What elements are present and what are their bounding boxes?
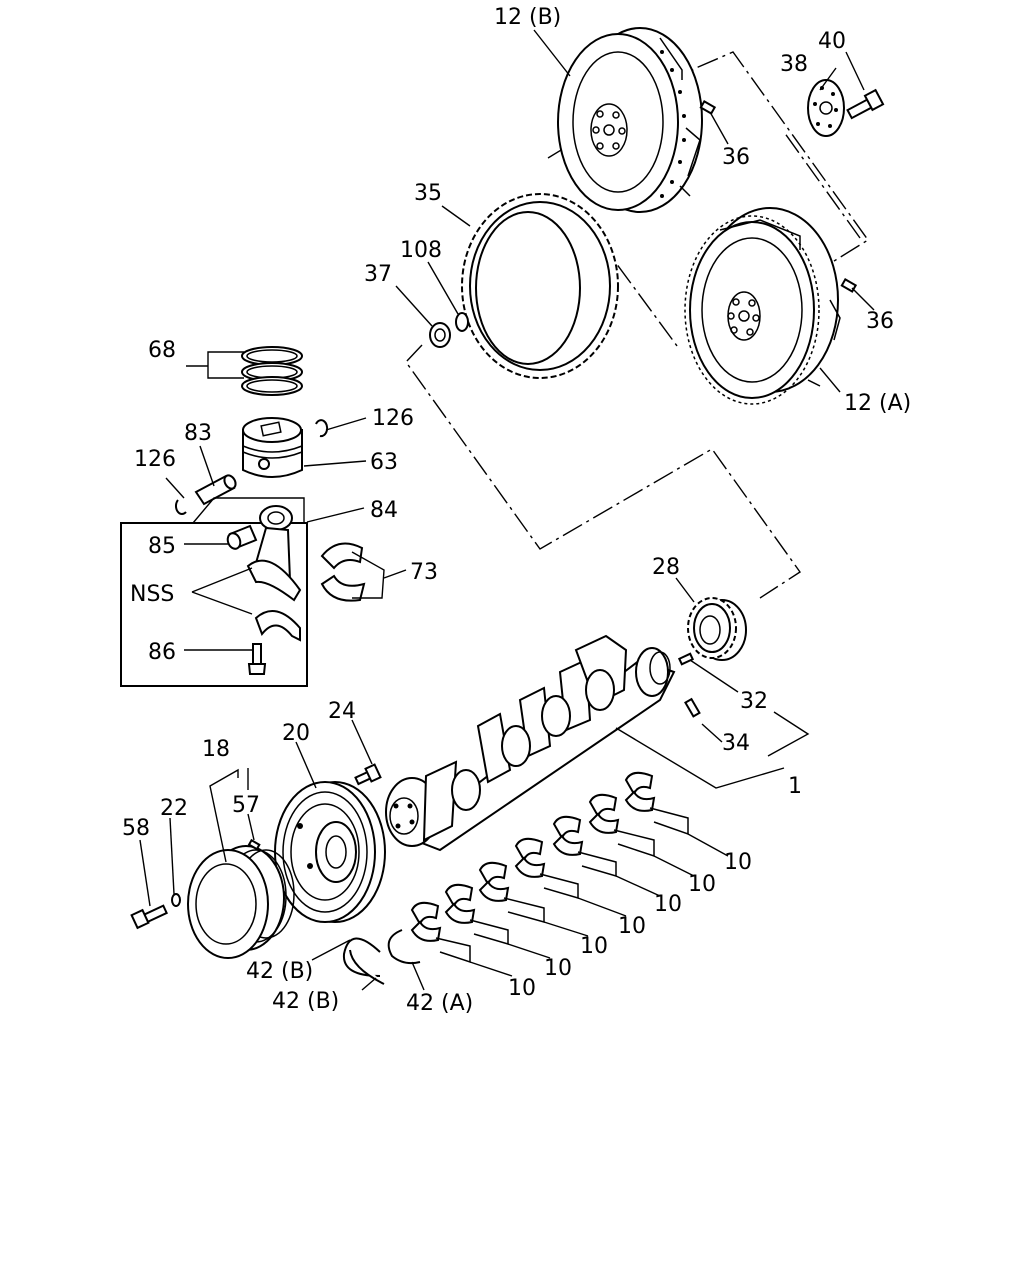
damper-pulley-18 [187, 845, 295, 959]
main-bearing-6 [588, 793, 655, 858]
main-bearing-4 [514, 837, 579, 900]
label-10-d: 10 [618, 914, 646, 939]
label-85: 85 [148, 534, 176, 559]
main-bearing-3 [478, 861, 545, 923]
thrust-washer-42b-lower [349, 949, 385, 985]
label-1: 1 [788, 774, 802, 799]
label-10-b: 10 [544, 956, 572, 981]
flywheel-b [557, 27, 703, 213]
rod-bearing-shells-73 [320, 542, 366, 602]
piston-63 [242, 417, 303, 478]
label-83: 83 [184, 421, 212, 446]
crankshaft-1 [385, 634, 676, 852]
label-126-right: 126 [372, 406, 414, 431]
flywheel-a [684, 207, 841, 405]
circlip-126-left [174, 499, 187, 515]
label-10-f: 10 [688, 872, 716, 897]
thrust-washer-42b-upper [342, 937, 381, 977]
label-32: 32 [740, 689, 768, 714]
label-40: 40 [818, 29, 846, 54]
ring-gear-35 [461, 193, 619, 379]
damper-bolt-58 [130, 904, 168, 930]
label-126-left: 126 [134, 447, 176, 472]
label-42a: 42 (A) [406, 991, 473, 1016]
main-bearing-1 [410, 901, 471, 964]
washer-22 [171, 893, 181, 907]
main-bearing-7 [624, 771, 689, 836]
label-42b-lower: 42 (B) [272, 989, 339, 1014]
key-57 [247, 838, 261, 851]
label-86: 86 [148, 640, 176, 665]
label-108: 108 [400, 238, 442, 263]
label-68: 68 [148, 338, 176, 363]
piston-rings-68 [241, 346, 303, 396]
flywheel-bolt-40 [846, 88, 885, 120]
pilot-bearing-37 [429, 322, 451, 348]
label-12b: 12 (B) [494, 5, 561, 30]
label-73: 73 [410, 560, 438, 585]
crankshaft-gear-28 [687, 597, 747, 661]
label-42b-upper: 42 (B) [246, 959, 313, 984]
flywheel-plate-38 [807, 79, 845, 137]
connecting-rod-assembly-box [120, 522, 308, 687]
snap-ring-108 [455, 312, 469, 332]
label-35: 35 [414, 181, 442, 206]
main-bearing-5 [552, 815, 617, 878]
label-28: 28 [652, 555, 680, 580]
label-36-lower: 36 [866, 309, 894, 334]
label-12a: 12 (A) [844, 391, 911, 416]
crank-pulley-20 [274, 781, 386, 923]
label-20: 20 [282, 721, 310, 746]
connecting-rod-bolt-86 [247, 643, 267, 675]
label-18: 18 [202, 737, 230, 762]
flywheel-b-outer-holes [660, 50, 686, 198]
dowel-pin-36-upper [699, 100, 717, 115]
connecting-rod [246, 505, 302, 602]
label-38: 38 [780, 52, 808, 77]
label-10-g: 10 [724, 850, 752, 875]
label-63: 63 [370, 450, 398, 475]
label-10-c: 10 [580, 934, 608, 959]
main-bearings-10 [410, 771, 689, 964]
label-22: 22 [160, 796, 188, 821]
pin-34 [684, 697, 701, 718]
label-37: 37 [364, 262, 392, 287]
label-24: 24 [328, 699, 356, 724]
pulley-bolt-24 [354, 763, 382, 786]
leader-lines [139, 29, 875, 991]
label-nss: NSS [130, 582, 174, 607]
label-34: 34 [722, 731, 750, 756]
flywheel-b-bolt-holes [592, 110, 626, 150]
label-10-e: 10 [654, 892, 682, 917]
label-36-upper: 36 [722, 145, 750, 170]
piston-pin-83 [194, 474, 237, 506]
label-58: 58 [122, 816, 150, 841]
circlip-126-right [315, 419, 329, 438]
connecting-rod-cap [254, 609, 301, 642]
part-labels: 12 (B) 40 38 36 35 108 37 36 12 (A) 68 1… [122, 5, 911, 1016]
label-10-a: 10 [508, 976, 536, 1001]
label-84: 84 [370, 498, 398, 523]
main-bearing-2 [444, 883, 509, 946]
label-57: 57 [232, 793, 260, 818]
key-32 [677, 652, 695, 666]
thrust-washer-42a [387, 929, 421, 965]
small-end-bushing-85 [226, 524, 258, 550]
